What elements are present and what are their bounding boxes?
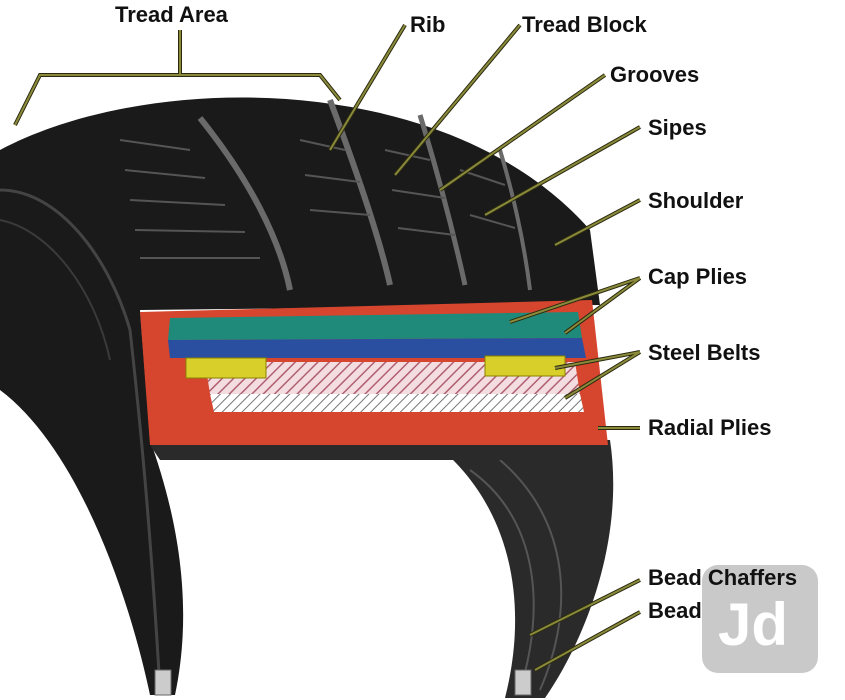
steel-belt-right (484, 355, 566, 377)
label-radial-plies: Radial Plies (648, 415, 772, 440)
blue-layer (168, 338, 586, 358)
label-sipes: Sipes (648, 115, 707, 140)
label-rib: Rib (410, 12, 445, 37)
label-grooves: Grooves (610, 62, 699, 87)
label-bead: Bead (648, 598, 702, 623)
cap-plies (168, 312, 582, 340)
label-tread-block: Tread Block (522, 12, 647, 37)
rib-groove (197, 116, 293, 291)
label-steel-belts: Steel Belts (648, 340, 761, 365)
label-shoulder: Shoulder (648, 188, 744, 213)
bead-right (514, 669, 532, 696)
inner-liner (210, 394, 584, 412)
svg-text:Jd: Jd (718, 591, 788, 658)
leader-lines (13, 23, 642, 672)
bead-left (154, 669, 172, 696)
label-bead-chaffers: Bead Chaffers (648, 565, 797, 590)
steel-belt-left (185, 357, 267, 379)
jd-watermark-logo: Jd (702, 565, 818, 673)
label-cap-plies: Cap Plies (648, 264, 747, 289)
right-sidewall (430, 440, 614, 698)
label-tread-area: Tread Area (115, 2, 229, 27)
